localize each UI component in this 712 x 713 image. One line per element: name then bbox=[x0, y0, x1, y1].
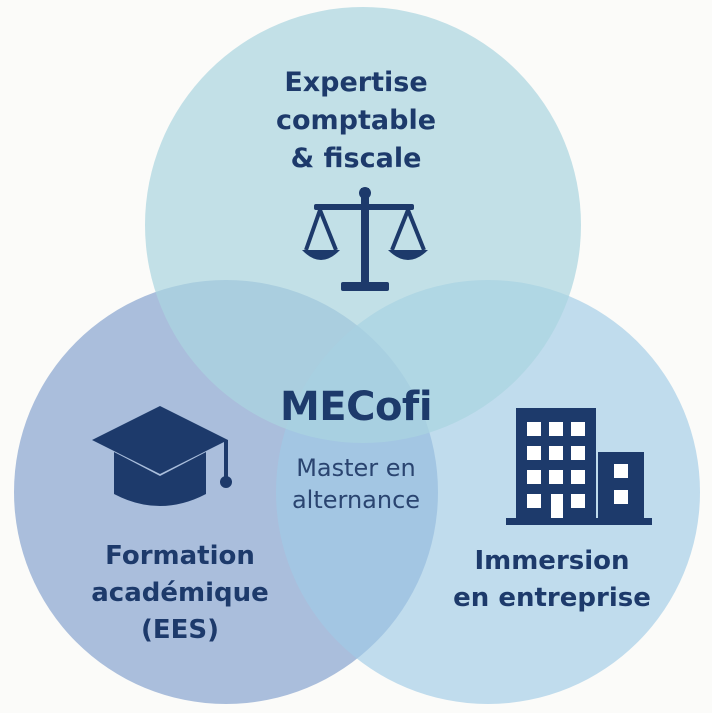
center-subtitle: Master en alternance bbox=[246, 452, 466, 516]
center-subtitle-line: Master en bbox=[296, 454, 416, 482]
top-label-line: & fiscale bbox=[290, 143, 422, 174]
left-circle-label: Formation académique (EES) bbox=[70, 538, 290, 649]
top-label-line: Expertise bbox=[284, 67, 428, 98]
right-label-line: en entreprise bbox=[453, 583, 651, 613]
center-subtitle-line: alternance bbox=[291, 486, 421, 514]
top-label-line: comptable bbox=[275, 105, 437, 136]
left-label-line: académique bbox=[91, 578, 269, 608]
right-label-line: Immersion bbox=[474, 546, 630, 576]
office-building-icon bbox=[506, 408, 652, 525]
left-label-line: (EES) bbox=[140, 615, 219, 645]
right-circle-label: Immersion en entreprise bbox=[432, 543, 672, 617]
graduation-cap-icon bbox=[92, 406, 232, 506]
center-title: MECofi bbox=[279, 384, 433, 430]
left-label-line: Formation bbox=[105, 541, 255, 571]
top-circle-label: Expertise comptable & fiscale bbox=[236, 64, 476, 178]
balance-scale-icon bbox=[302, 187, 428, 291]
